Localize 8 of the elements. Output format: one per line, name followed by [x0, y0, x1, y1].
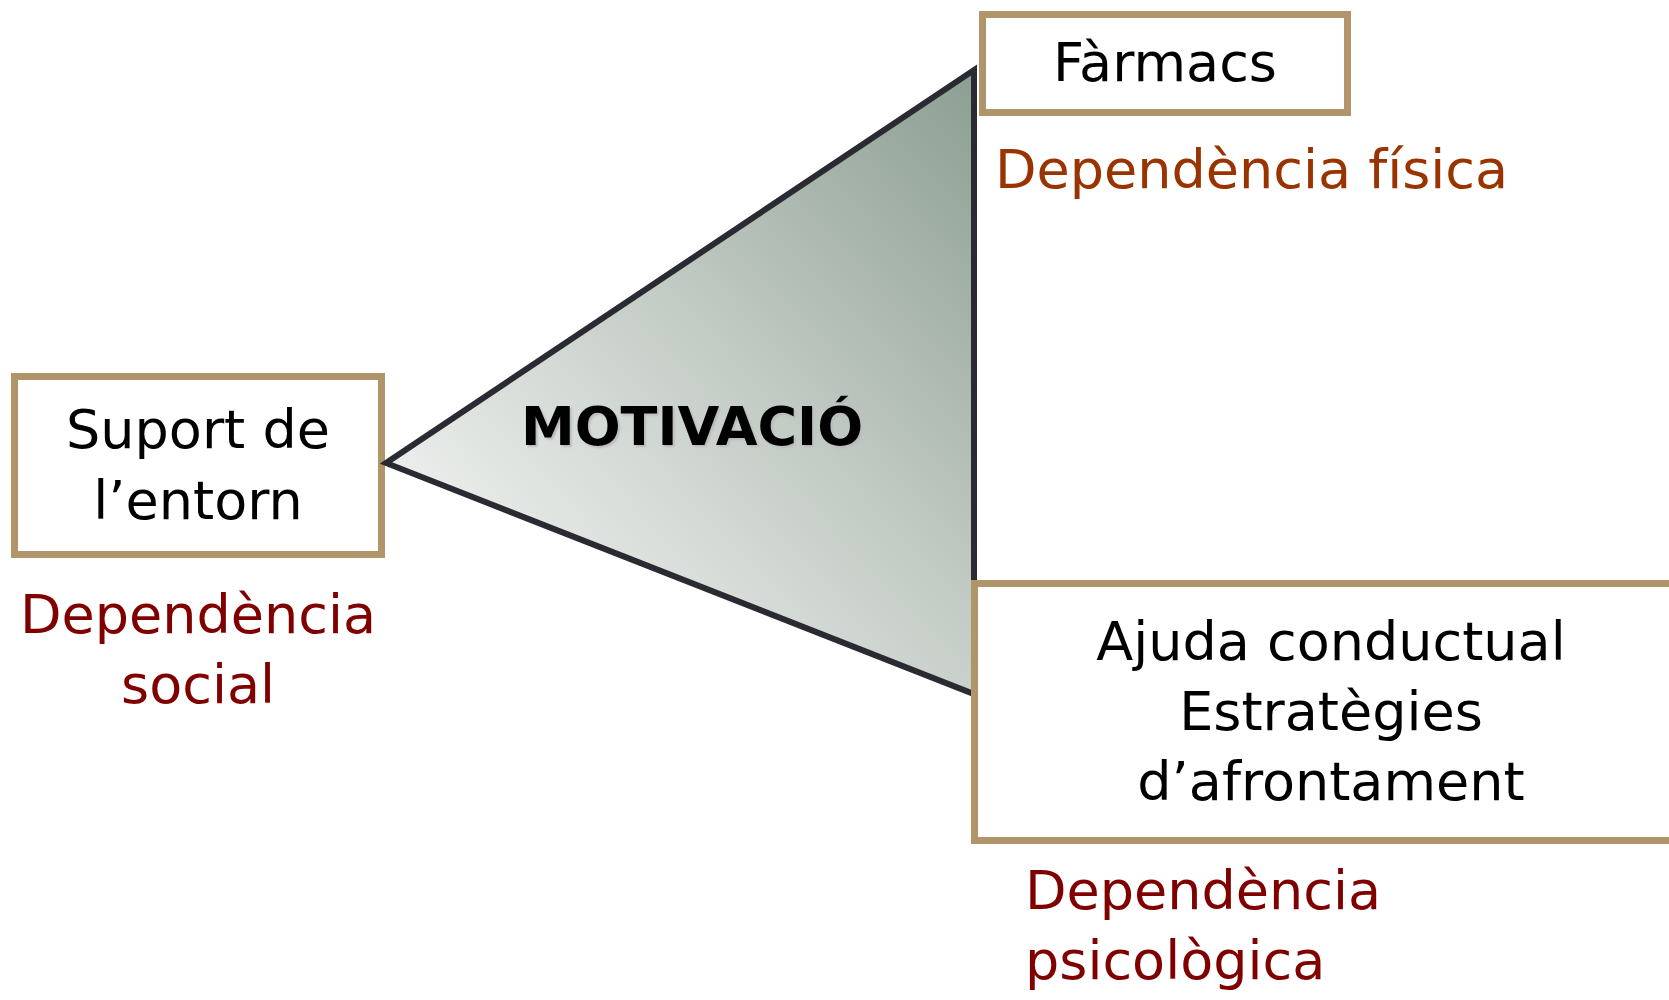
box-text: Estratègies d’afrontament [1136, 678, 1526, 816]
box-text: Fàrmacs [1053, 30, 1277, 97]
dependence-caption: Dependència psicològica [1025, 858, 1383, 995]
dependence-caption: Dependència física [995, 137, 1510, 203]
dependence-caption: Dependència social [18, 582, 377, 719]
box-text: Suport de l’entorn [65, 397, 331, 534]
box-text: Ajuda conductual [1096, 608, 1566, 675]
triangle-label: MOTIVACIÓ [520, 394, 864, 458]
